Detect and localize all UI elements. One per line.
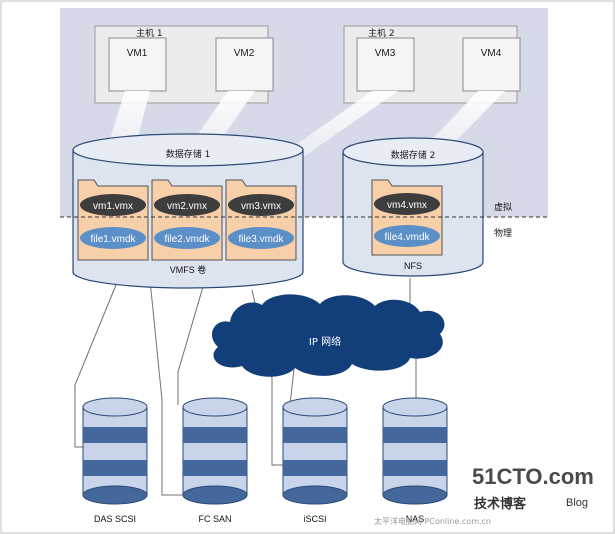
folder-vm3: vm3.vmx file3.vmdk <box>225 179 297 261</box>
vmdk-file-label: file4.vmdk <box>384 232 430 243</box>
disk-top <box>82 397 148 417</box>
folder-vm4: vm4.vmx file4.vmdk <box>371 179 443 256</box>
vmdk-file-pill <box>374 225 440 247</box>
cable-fc-san-2 <box>177 279 206 405</box>
watermark-blog: Blog <box>566 497 588 509</box>
vmdk-file-pill <box>154 227 220 249</box>
vmdk-file-pill <box>228 227 294 249</box>
storage-das: DAS SCSI <box>82 397 148 524</box>
storage-label: FC SAN <box>198 514 231 524</box>
disk-band <box>83 460 147 476</box>
vm-box <box>215 37 274 92</box>
disk-body <box>282 406 348 496</box>
disk-top <box>182 397 248 417</box>
folder-vm1: vm1.vmx file1.vmdk <box>77 179 149 261</box>
vmx-file-pill <box>80 194 146 216</box>
disk-top <box>382 397 448 417</box>
storage-fc-san: FC SAN <box>182 397 248 524</box>
vmx-file-pill <box>228 194 294 216</box>
disk-band <box>283 427 347 443</box>
disk-band <box>183 460 247 476</box>
network-label: IP 网络 <box>309 335 341 348</box>
watermark-footer: 太平洋电脑网 PConline.com.cn <box>374 516 491 526</box>
host-label: 主机 1 <box>136 27 163 39</box>
vmx-file-pill <box>154 194 220 216</box>
virtual-layer-label: 虚拟 <box>494 201 512 213</box>
vmx-file-label: vm4.vmx <box>387 200 427 211</box>
vmdk-file-pill <box>80 227 146 249</box>
vmx-file-label: vm3.vmx <box>241 201 281 212</box>
storage-label: DAS SCSI <box>94 514 136 524</box>
disk-body <box>382 406 448 496</box>
disk-band <box>383 460 447 476</box>
ip-network-cloud: IP 网络 <box>211 294 445 377</box>
disk-band <box>183 427 247 443</box>
disk-bottom <box>382 485 448 505</box>
storage-label: NAS <box>406 514 425 524</box>
vmx-file-pill <box>374 193 440 215</box>
vm-box <box>462 37 521 92</box>
vmx-file-label: vm1.vmx <box>93 201 133 212</box>
disk-body <box>182 406 248 496</box>
host-2: 主机 2 VM3 VM4 <box>343 25 521 104</box>
watermark-tagline: 技术博客 <box>474 496 527 512</box>
vm-label: VM3 <box>375 48 396 59</box>
vmdk-file-label: file1.vmdk <box>90 234 136 245</box>
disk-bottom <box>82 485 148 505</box>
vm-label: VM4 <box>481 48 502 59</box>
watermark-site: 51CTO.com <box>472 464 594 489</box>
datastore-label: 数据存储 1 <box>166 148 211 160</box>
vmx-file-label: vm2.vmx <box>167 201 207 212</box>
physical-layer-label: 物理 <box>494 227 512 239</box>
disk-top <box>282 397 348 417</box>
disk-bottom <box>282 485 348 505</box>
vmdk-file-label: file3.vmdk <box>238 234 284 245</box>
vm-box <box>356 37 415 92</box>
disk-band <box>83 427 147 443</box>
vmdk-file-label: file2.vmdk <box>164 234 210 245</box>
datastore-label: 数据存储 2 <box>391 149 436 161</box>
folder-vm2: vm2.vmx file2.vmdk <box>151 179 223 261</box>
vm-label: VM1 <box>127 48 148 59</box>
cable-das <box>74 279 119 448</box>
cable-fc-san <box>149 279 186 496</box>
storage-nas: NAS <box>382 397 448 524</box>
vm-label: VM2 <box>234 48 255 59</box>
host-label: 主机 2 <box>368 27 395 39</box>
disk-band <box>283 460 347 476</box>
disk-band <box>383 427 447 443</box>
host-1: 主机 1 VM1 VM2 <box>94 25 274 104</box>
storage-label: iSCSI <box>303 514 326 524</box>
watermark: 51CTO.com 技术博客 Blog 太平洋电脑网 PConline.com.… <box>374 464 594 526</box>
vm-box <box>108 37 167 92</box>
disk-bottom <box>182 485 248 505</box>
cloud-shape <box>211 294 445 377</box>
datastore-type-label: VMFS 卷 <box>170 264 207 275</box>
disk-body <box>82 406 148 496</box>
datastore-cylinder-top <box>72 133 304 167</box>
storage-iscsi: iSCSI <box>282 397 348 524</box>
datastore-cylinder-top <box>342 137 484 167</box>
datastore-type-label: NFS <box>404 261 422 271</box>
